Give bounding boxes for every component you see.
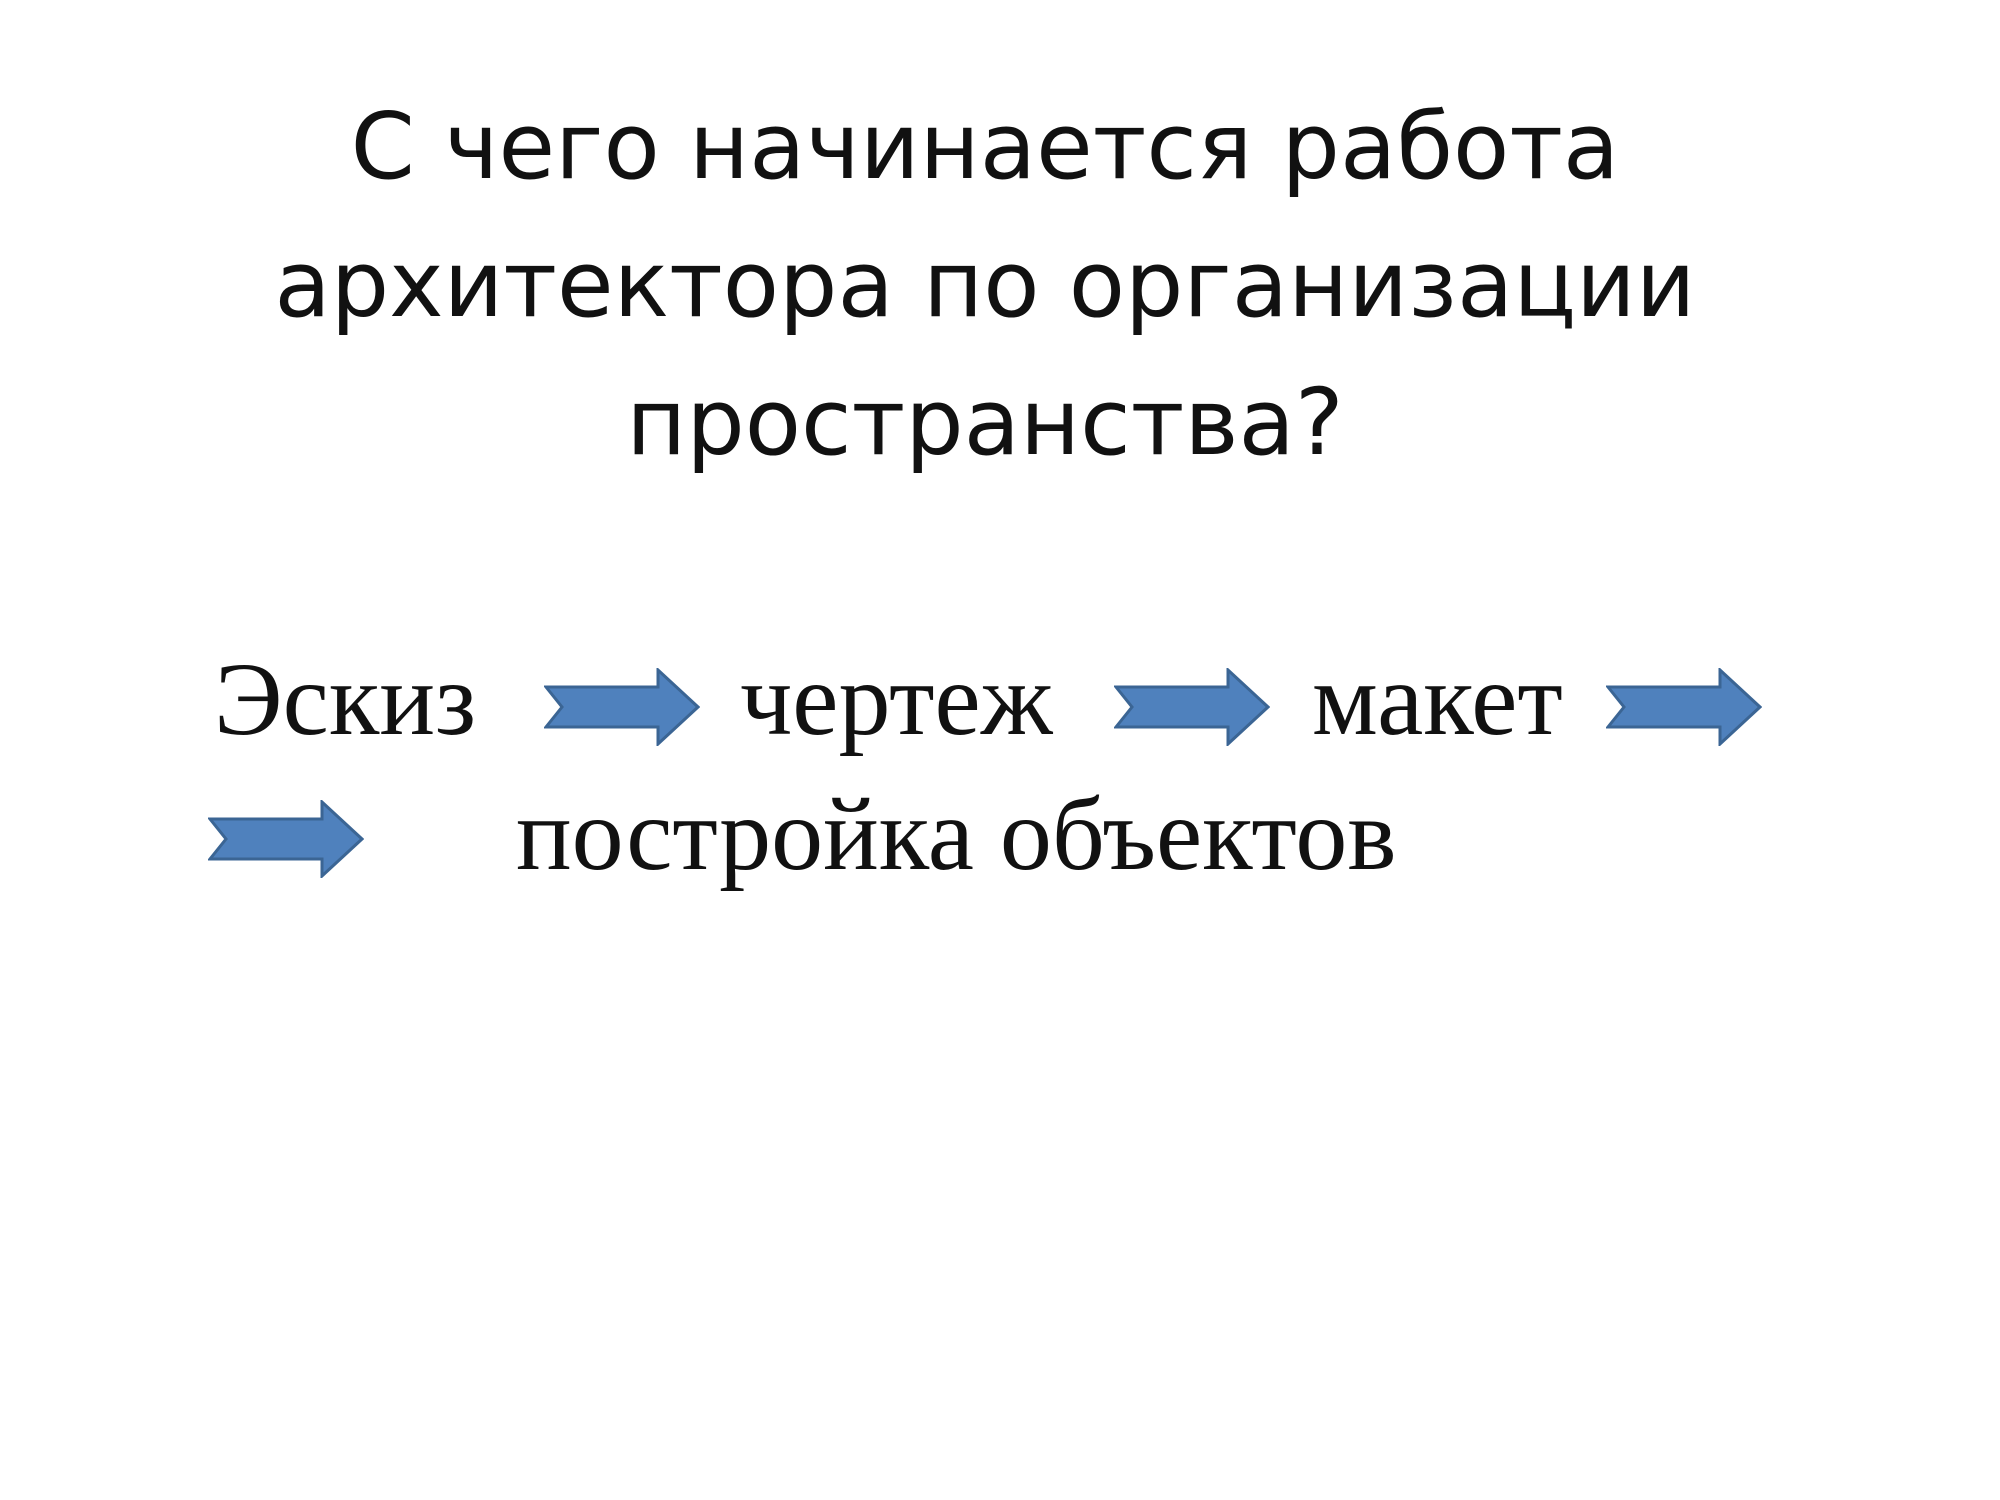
slide-title: С чего начинается работа архитектора по … (200, 78, 1770, 492)
flow-step-model: макет (1312, 642, 1563, 757)
title-line-3: пространства? (626, 369, 1344, 476)
flow-arrow-3-icon (1606, 668, 1762, 746)
flow-arrow-2-icon (1114, 668, 1270, 746)
title-line-1: С чего начинается работа (350, 93, 1620, 200)
flow-step-construction: постройка объектов (516, 777, 1397, 892)
flow-arrow-1-icon (544, 668, 700, 746)
title-line-2: архитектора по организации (274, 231, 1696, 338)
flow-step-sketch: Эскиз (214, 642, 477, 757)
flow-step-drawing: чертеж (740, 642, 1053, 757)
flow-arrow-4-icon (208, 800, 364, 878)
